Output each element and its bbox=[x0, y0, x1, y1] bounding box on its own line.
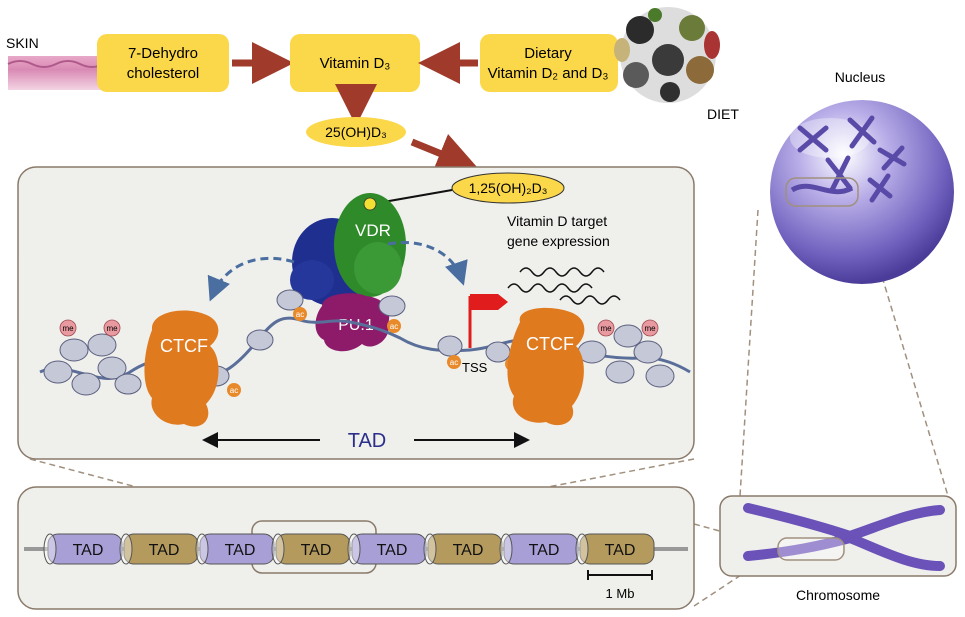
methyl-marks bbox=[59, 319, 659, 337]
target-line2: gene expression bbox=[507, 233, 610, 249]
tad-block-label: TAD bbox=[605, 542, 636, 559]
ctcf-right-shape bbox=[507, 307, 585, 426]
tss-flag bbox=[470, 294, 508, 310]
chromosome-zoom-box bbox=[777, 537, 845, 561]
tad-block-cap bbox=[271, 533, 285, 565]
tad-block-cap bbox=[195, 533, 209, 565]
tad-label: TAD bbox=[348, 430, 387, 452]
hydroxy-ellipse bbox=[306, 117, 406, 147]
calcitriol-ellipse bbox=[451, 172, 565, 204]
nucleosomes bbox=[43, 289, 675, 396]
mrna-waves bbox=[507, 267, 621, 305]
ac-label: ac bbox=[390, 322, 398, 331]
hydroxy-label: 25(OH)D₃ bbox=[325, 124, 387, 140]
vdr-label: VDR bbox=[355, 221, 391, 240]
tad-block bbox=[503, 533, 579, 565]
tad-block bbox=[199, 533, 275, 565]
tad-block bbox=[123, 533, 199, 565]
nucleus-sphere bbox=[770, 100, 954, 284]
skin-label: SKIN bbox=[6, 35, 39, 51]
vitd3-label: Vitamin D₃ bbox=[320, 55, 391, 72]
diet-food-image bbox=[614, 7, 720, 103]
tad-block-label: TAD bbox=[73, 542, 104, 559]
tad-block-label: TAD bbox=[225, 542, 256, 559]
ac-label: ac bbox=[230, 386, 238, 395]
tad-block-cap bbox=[575, 533, 589, 565]
tad-block-cap bbox=[43, 533, 57, 565]
dietary-line1: Dietary bbox=[524, 45, 572, 62]
tad-block-cap bbox=[347, 533, 361, 565]
me-label: me bbox=[600, 324, 612, 333]
nucleus-chromosomes bbox=[797, 115, 907, 203]
tad-blocks: TAD TAD TAD TAD TAD TAD TAD TAD bbox=[43, 533, 655, 565]
dashed-arrow-right bbox=[387, 241, 468, 286]
tad-block-cap bbox=[423, 533, 437, 565]
tad-block bbox=[351, 533, 427, 565]
me-label: me bbox=[644, 324, 656, 333]
chromosome-arm-bottom bbox=[743, 532, 945, 571]
dehydro-box bbox=[97, 34, 229, 92]
chromosome-label: Chromosome bbox=[796, 587, 880, 603]
tad-block-label: TAD bbox=[529, 542, 560, 559]
tss-label: TSS bbox=[462, 360, 488, 375]
vdr-complex bbox=[290, 193, 406, 306]
ctcf-left-shape bbox=[144, 310, 219, 427]
tad-block-label: TAD bbox=[301, 542, 332, 559]
me-label: me bbox=[106, 324, 118, 333]
tad-block-label: TAD bbox=[377, 542, 408, 559]
diet-label: DIET bbox=[707, 106, 739, 122]
dehydro-line2: cholesterol bbox=[127, 65, 200, 82]
tad-block bbox=[427, 533, 503, 565]
vitd3-box bbox=[290, 34, 420, 92]
tad-block bbox=[47, 533, 123, 565]
me-label: me bbox=[62, 324, 74, 333]
dehydro-line1: 7-Dehydro bbox=[128, 45, 198, 62]
ctcf-left-label: CTCF bbox=[160, 336, 208, 356]
tad-block bbox=[579, 533, 655, 565]
dietary-box bbox=[480, 34, 618, 92]
tad-block bbox=[275, 533, 351, 565]
tad-block-cap bbox=[499, 533, 513, 565]
nucleus-label: Nucleus bbox=[835, 69, 886, 85]
ctcf-right-label: CTCF bbox=[526, 334, 574, 354]
tad-block-label: TAD bbox=[149, 542, 180, 559]
ac-label: ac bbox=[450, 358, 458, 367]
arrow-hydroxy-calcitriol bbox=[410, 133, 479, 173]
scale-label: 1 Mb bbox=[606, 586, 635, 601]
ligand-dot bbox=[363, 197, 377, 211]
tad-block-label: TAD bbox=[453, 542, 484, 559]
target-line1: Vitamin D target bbox=[507, 213, 607, 229]
tad-block-cap bbox=[119, 533, 133, 565]
nucleus-zoom-box bbox=[785, 177, 859, 207]
dietary-line2: Vitamin D₂ and D₃ bbox=[488, 65, 609, 82]
calcitriol-label: 1,25(OH)₂D₃ bbox=[469, 180, 548, 196]
ac-label: ac bbox=[296, 310, 304, 319]
